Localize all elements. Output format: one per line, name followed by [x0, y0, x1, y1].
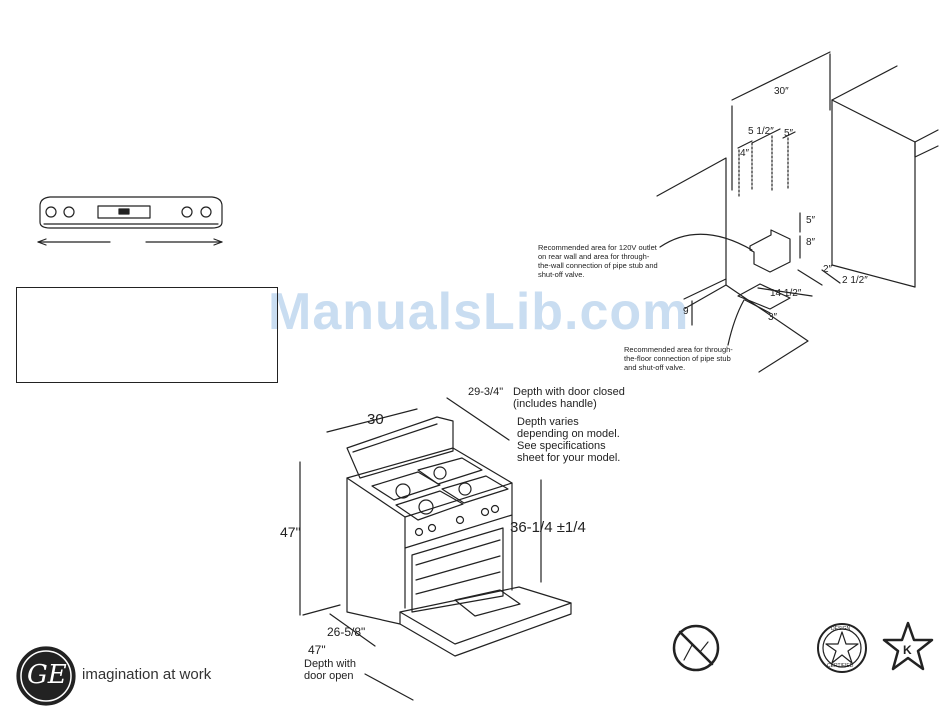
dim-5b: 5″	[806, 215, 816, 226]
ge-logo-text: GE	[27, 660, 67, 690]
dim-5: 5″	[784, 128, 794, 139]
dim-cooktop-height: 36-1/4 ±1/4	[510, 519, 586, 536]
dim-depth-closed: 29-3/4"	[468, 386, 504, 398]
dim-2: 2″	[823, 264, 833, 275]
dim-8: 8″	[806, 237, 816, 248]
installation-corner-drawing	[656, 51, 939, 373]
dim-5-1-2: 5 1/2″	[748, 126, 774, 137]
star-letter: K	[903, 643, 912, 657]
tagline: imagination at work	[82, 666, 212, 683]
prohibition-symbol	[672, 624, 720, 672]
ge-logo-shape	[16, 646, 76, 706]
dim-9: 9	[683, 306, 689, 317]
dim-open-depth: 47"	[308, 643, 326, 657]
dim-height: 47"	[280, 524, 301, 540]
watermark: ManualsLib.com	[268, 283, 690, 341]
dim-side-depth: 26-5/8"	[327, 625, 366, 639]
dim-3: 3″	[768, 312, 778, 323]
dim-2-1-2: 2 1/2″	[842, 275, 868, 286]
design-certified-seal	[817, 623, 867, 673]
depth-varies-text: Depth varies depending on model. See spe…	[517, 416, 621, 464]
note-floor-connection: Recommended area for through-the-floor c…	[624, 345, 733, 372]
seal-bottom-text: CERTIFIED	[827, 663, 854, 669]
range-drawing	[299, 397, 572, 701]
note-wall-outlet: Recommended area for 120V outlet on rear…	[538, 243, 658, 279]
depth-open-text: Depth with door open	[304, 658, 356, 682]
star-badge	[882, 621, 934, 671]
blank-info-box	[16, 287, 278, 383]
depth-closed-text: Depth with door closed (includes handle)	[513, 386, 625, 410]
seal-top-text: DESIGN	[831, 626, 851, 632]
control-panel-drawing	[37, 196, 223, 246]
dim-14-1-2: 14 1/2″	[770, 288, 802, 299]
dim-width: 30	[367, 411, 384, 428]
dim-4: 4″	[740, 148, 750, 159]
dim-30: 30″	[774, 86, 789, 97]
